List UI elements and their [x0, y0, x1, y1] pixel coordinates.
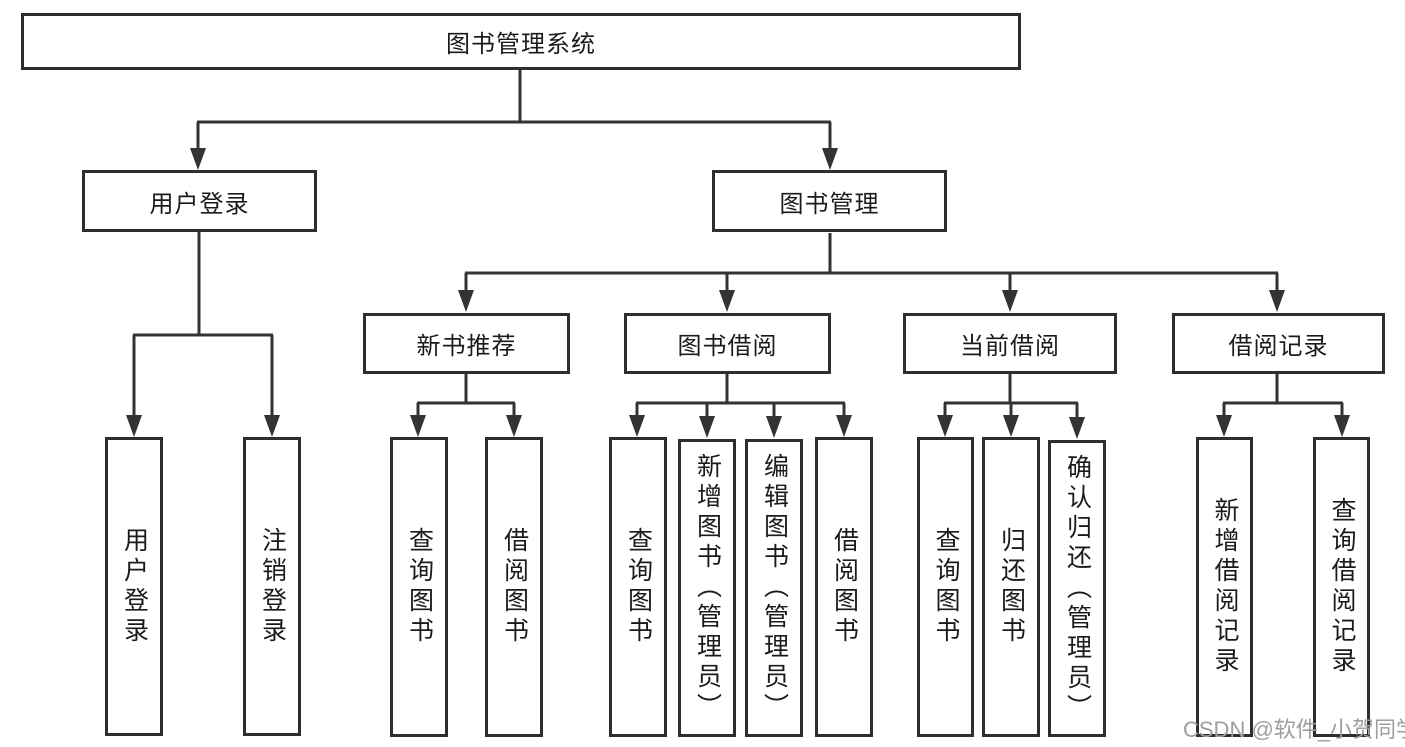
leaf-confirm-return-admin-label: 确认归还（管理员）: [1063, 453, 1092, 724]
leaf-return-book-label: 归还图书: [997, 527, 1026, 647]
leaf-query-books-recommend: 查询图书: [390, 437, 448, 737]
node-book-management-label: 图书管理: [779, 190, 880, 218]
leaf-query-books-current-label: 查询图书: [932, 527, 960, 647]
leaf-query-borrow-record: 查询借阅记录: [1313, 437, 1370, 737]
node-user-login: 用户登录: [82, 170, 317, 232]
watermark: CSDN @软件_小贺同学: [1183, 717, 1405, 742]
leaf-query-books-borrow: 查询图书: [609, 437, 667, 737]
node-user-login-label: 用户登录: [149, 190, 250, 218]
node-root: 图书管理系统: [21, 13, 1021, 70]
leaf-add-borrow-record-label: 新增借阅记录: [1211, 497, 1239, 677]
node-new-book-recommend: 新书推荐: [363, 313, 570, 374]
leaf-user-login: 用户登录: [105, 437, 163, 736]
leaf-query-books-current: 查询图书: [917, 437, 974, 737]
node-book-borrow: 图书借阅: [624, 313, 831, 374]
node-borrow-records: 借阅记录: [1172, 313, 1385, 374]
node-root-label: 图书管理系统: [446, 31, 596, 58]
leaf-return-book: 归还图书: [982, 437, 1040, 737]
node-book-borrow-label: 图书借阅: [677, 333, 778, 360]
arrowheads: [126, 148, 1350, 439]
leaf-query-books-borrow-label: 查询图书: [624, 527, 653, 647]
leaf-logout-label: 注销登录: [258, 526, 287, 647]
leaf-edit-book-admin: 编辑图书（管理员）: [745, 439, 803, 737]
leaf-add-book-admin: 新增图书（管理员）: [678, 439, 736, 737]
leaf-user-login-label: 用户登录: [120, 526, 149, 647]
node-current-borrow: 当前借阅: [903, 313, 1117, 374]
leaf-borrow-books-2-label: 借阅图书: [830, 527, 859, 647]
leaf-borrow-books-2: 借阅图书: [815, 437, 873, 737]
leaf-add-book-admin-label: 新增图书（管理员）: [693, 453, 722, 723]
leaf-query-books-recommend-label: 查询图书: [405, 527, 434, 647]
leaf-logout: 注销登录: [243, 437, 301, 736]
leaf-borrow-books-recommend: 借阅图书: [485, 437, 543, 737]
leaf-add-borrow-record: 新增借阅记录: [1196, 437, 1253, 737]
node-new-book-recommend-label: 新书推荐: [416, 333, 517, 360]
leaf-confirm-return-admin: 确认归还（管理员）: [1048, 440, 1106, 737]
node-borrow-records-label: 借阅记录: [1228, 333, 1329, 360]
leaf-query-borrow-record-label: 查询借阅记录: [1328, 497, 1356, 677]
leaf-edit-book-admin-label: 编辑图书（管理员）: [760, 453, 789, 723]
node-book-management: 图书管理: [712, 170, 947, 232]
leaf-borrow-books-recommend-label: 借阅图书: [500, 527, 529, 647]
node-current-borrow-label: 当前借阅: [960, 333, 1060, 360]
